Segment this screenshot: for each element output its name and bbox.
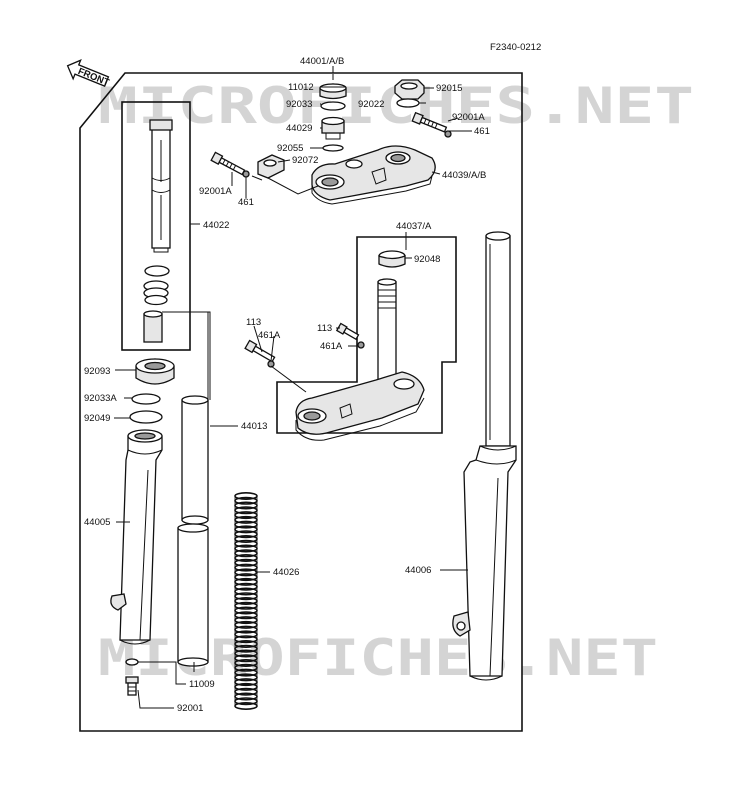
diagram-code: F2340-0212 xyxy=(490,42,541,53)
washer-92033 xyxy=(320,101,346,111)
upper-tube-frame xyxy=(121,101,191,351)
bolt-113-b xyxy=(335,322,360,341)
callout-92001A-right: 92001A xyxy=(452,112,485,123)
steering-stem-44037 xyxy=(295,278,425,441)
callout-92033: 92033 xyxy=(286,99,312,110)
washer-461-left xyxy=(242,170,250,178)
leader-bracket-link xyxy=(267,177,319,195)
front-label: FRONT xyxy=(76,66,111,89)
callout-92072: 92072 xyxy=(292,155,318,166)
callout-461A-a: 461A xyxy=(258,330,281,341)
callout-44039: 44039/A/B xyxy=(442,170,486,181)
callout-461-right: 461 xyxy=(474,126,490,137)
leader-bolt-a xyxy=(270,365,307,393)
outer-frame xyxy=(79,72,523,732)
callout-92048: 92048 xyxy=(414,254,440,265)
seal-ring-upper xyxy=(144,265,170,277)
fork-leg-44006 xyxy=(452,231,517,681)
clamp-92072 xyxy=(251,154,285,181)
callout-113-a: 113 xyxy=(246,317,261,328)
leader-lines xyxy=(114,66,472,709)
callout-44001: 44001/A/B xyxy=(300,56,344,67)
bolt-92001A-right xyxy=(411,111,448,133)
washer-461A-b xyxy=(357,341,365,349)
stem-bracket-frame xyxy=(276,236,457,434)
front-arrow-icon: FRONT xyxy=(66,59,111,89)
gasket-11009 xyxy=(125,658,139,666)
callout-92033A: 92033A xyxy=(84,393,117,404)
callout-44029: 44029 xyxy=(286,123,312,134)
oil-seal-92049 xyxy=(129,410,163,424)
callout-44022: 44022 xyxy=(203,220,229,231)
callout-44006: 44006 xyxy=(405,565,431,576)
callout-44013: 44013 xyxy=(241,421,267,432)
retaining-ring-92033A xyxy=(131,393,161,405)
seal-92048 xyxy=(378,250,406,268)
callout-92049: 92049 xyxy=(84,413,110,424)
callout-44037: 44037/A xyxy=(396,221,432,232)
spring-seat-small xyxy=(143,280,169,306)
washer-92022 xyxy=(396,98,420,108)
bolt-113-a xyxy=(244,339,276,363)
callout-461-left: 461 xyxy=(238,197,254,208)
callout-92055: 92055 xyxy=(277,143,303,154)
oring-92055 xyxy=(322,144,344,152)
callout-44005: 44005 xyxy=(84,517,110,528)
fork-tube-44022 xyxy=(149,119,173,253)
washer-461-right xyxy=(444,130,452,138)
fork-spring-44026 xyxy=(234,491,258,710)
nut-44029 xyxy=(321,116,345,140)
nut-92015 xyxy=(394,79,425,100)
callout-92015: 92015 xyxy=(436,83,462,94)
drain-bolt-92001 xyxy=(125,676,139,696)
callout-92001: 92001 xyxy=(177,703,203,714)
callout-113-b: 113 xyxy=(317,323,332,334)
outer-tube-44005 xyxy=(110,429,163,645)
callout-92022: 92022 xyxy=(358,99,384,110)
callout-461A-b: 461A xyxy=(320,341,343,352)
callout-92093: 92093 xyxy=(84,366,110,377)
callout-11012: 11012 xyxy=(288,82,314,93)
callout-92001A-left: 92001A xyxy=(199,186,232,197)
inner-tube-44013 xyxy=(177,395,209,667)
dust-seal-92093 xyxy=(135,358,175,385)
cap-11012 xyxy=(319,83,347,100)
piston-cylinder xyxy=(143,310,163,343)
callout-44026: 44026 xyxy=(273,567,299,578)
bolt-92001A-left xyxy=(210,151,246,176)
callout-11009: 11009 xyxy=(189,679,215,690)
top-bracket-44039 xyxy=(311,145,436,205)
leader-piston-to-44013 xyxy=(162,311,211,400)
